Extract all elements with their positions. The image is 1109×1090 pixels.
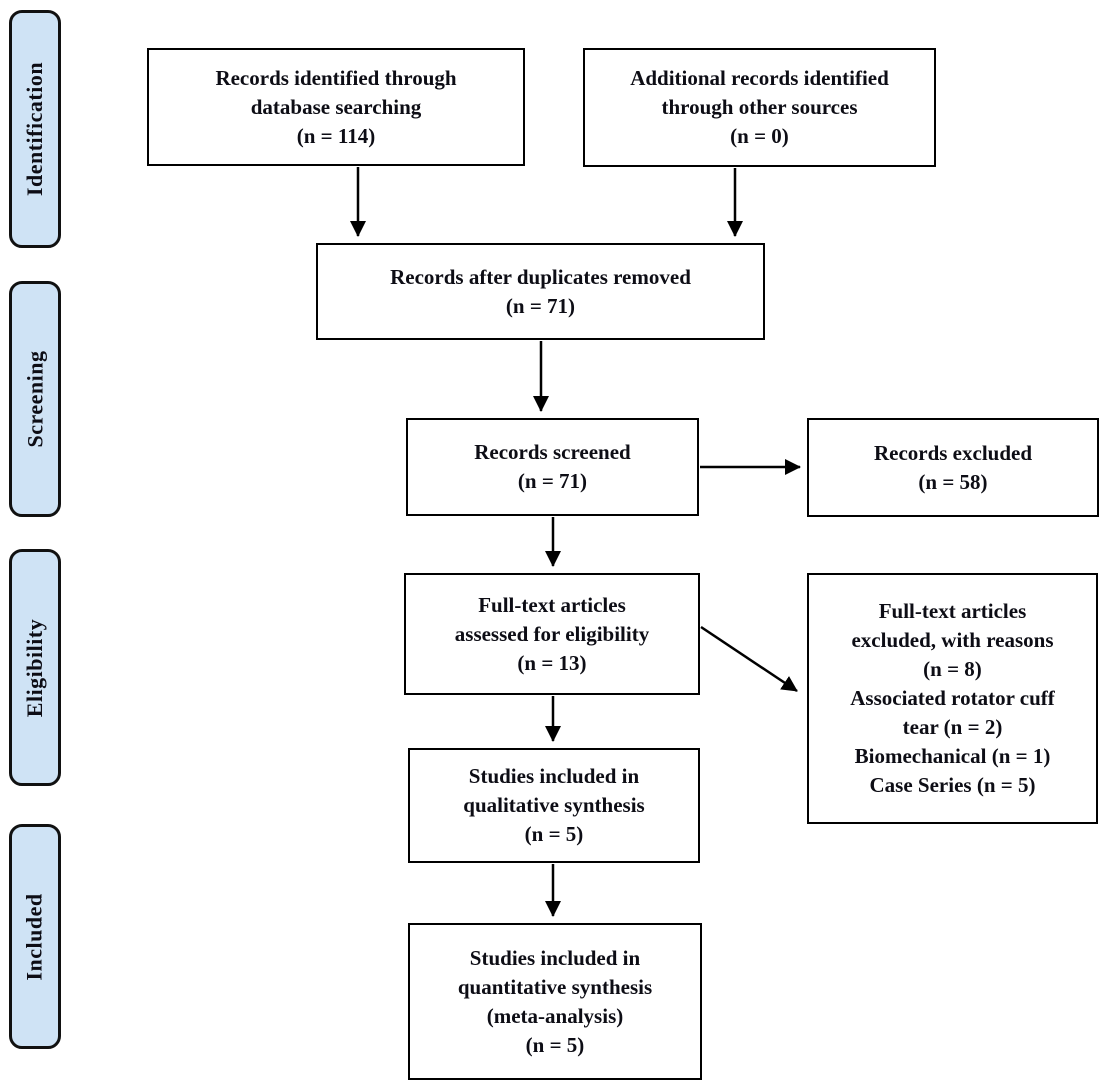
stage-included-label: Included: [22, 892, 47, 981]
box-records-excluded-text: Records excluded (n = 58): [873, 440, 1033, 494]
box-additional-records: Additional records identified through ot…: [583, 48, 936, 167]
box-after-duplicates-text: Records after duplicates removed (n = 71…: [390, 264, 691, 318]
stage-eligibility: Eligibility: [9, 549, 61, 786]
box-fulltext-assessed: Full-text articles assessed for eligibil…: [404, 573, 700, 695]
box-additional-records-text: Additional records identified through ot…: [630, 66, 889, 148]
box-quantitative-synthesis-text: Studies included in quantitative synthes…: [457, 945, 653, 1057]
box-after-duplicates: Records after duplicates removed (n = 71…: [316, 243, 765, 340]
box-records-identified-text: Records identified through database sear…: [215, 65, 457, 148]
box-records-excluded: Records excluded (n = 58): [807, 418, 1099, 517]
stage-eligibility-label: Eligibility: [22, 618, 48, 717]
box-qualitative-synthesis-text: Studies included in qualitative synthesi…: [463, 764, 645, 846]
box-fulltext-excluded-text: Full-text articles excluded, with reason…: [850, 599, 1055, 797]
stage-identification: Identification: [9, 10, 61, 248]
stage-screening-label: Screening: [22, 350, 48, 448]
box-records-screened: Records screened (n = 71): [406, 418, 699, 516]
stage-included: Included: [9, 824, 61, 1049]
box-qualitative-synthesis: Studies included in qualitative synthesi…: [408, 748, 700, 863]
arrow-fulltext-to-fulltext-excluded: [700, 625, 798, 693]
stage-identification-label: Identification: [22, 61, 47, 197]
box-records-identified: Records identified through database sear…: [147, 48, 525, 166]
box-quantitative-synthesis: Studies included in quantitative synthes…: [408, 923, 702, 1080]
box-fulltext-excluded: Full-text articles excluded, with reason…: [807, 573, 1098, 824]
stage-screening: Screening: [9, 281, 61, 517]
box-fulltext-assessed-text: Full-text articles assessed for eligibil…: [454, 592, 650, 675]
box-records-screened-text: Records screened (n = 71): [474, 440, 631, 493]
